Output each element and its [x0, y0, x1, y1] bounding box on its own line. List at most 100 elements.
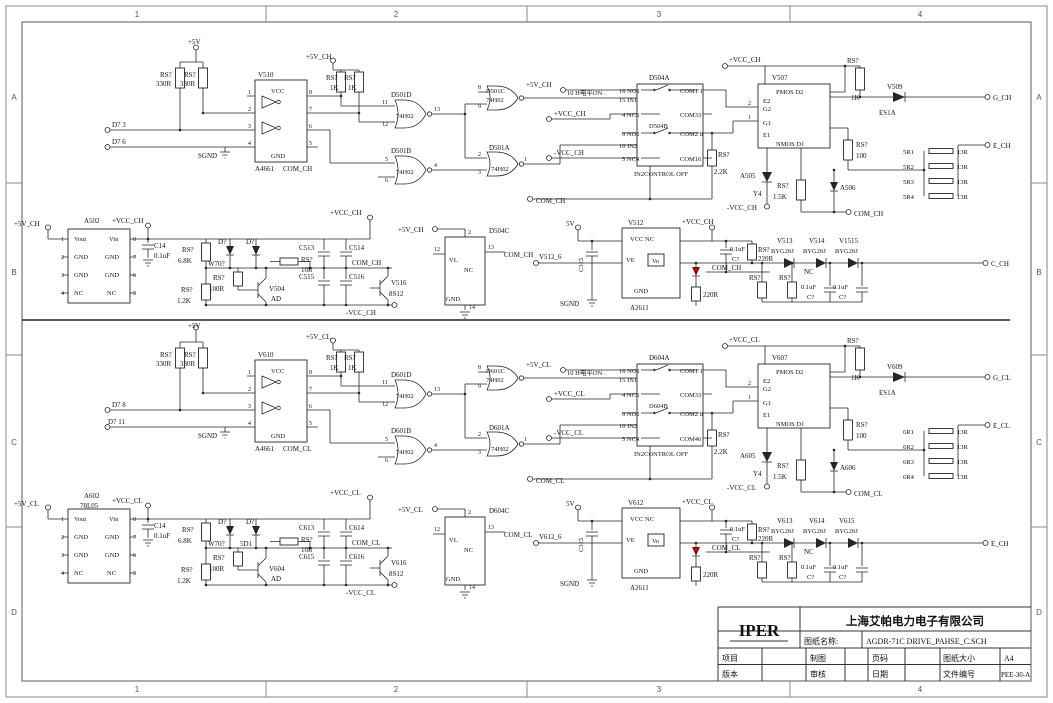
schematic-label: 4: [61, 571, 64, 577]
schematic-label: 220R: [758, 255, 774, 263]
zone-label: 3: [657, 685, 662, 694]
schematic-label: G1: [763, 120, 771, 127]
schematic-label: 2: [248, 387, 251, 393]
schematic-label: COM_CL: [504, 531, 532, 539]
schematic-label: 74H02: [491, 446, 509, 453]
schematic-label: C514: [349, 244, 365, 252]
analog-switch-box: [636, 83, 704, 167]
zone-label: C: [11, 438, 17, 447]
schematic-label: 2: [748, 101, 751, 107]
schematic-label: 74H02: [486, 97, 504, 104]
schematic-label: D604B: [649, 403, 668, 410]
nor-gate-symbol: [394, 99, 427, 129]
schematic-label: RS?: [182, 526, 194, 534]
net-terminal: [546, 116, 552, 122]
schematic-label: D601B: [391, 427, 412, 435]
schematic-label: VCC NC: [630, 236, 654, 243]
zone-label: B: [1036, 268, 1041, 277]
schematic-label: IN2CONTROL OFF: [634, 451, 688, 458]
schematic-label: G_CL: [993, 374, 1011, 382]
schematic-label: 7: [309, 107, 312, 113]
schematic-label: V514: [809, 237, 825, 245]
schematic-label: V510: [258, 71, 274, 79]
schematic-label: D7 6: [112, 138, 126, 146]
schematic-label: RS?: [758, 246, 770, 254]
schematic-label: RS?: [184, 351, 196, 359]
schematic-label: RS?: [718, 431, 730, 439]
schematic-label: C14: [154, 522, 166, 530]
schematic-label: RS?: [718, 151, 730, 159]
schematic-label: RS?: [326, 74, 338, 82]
schematic-label: 7: [133, 535, 136, 541]
schematic-label: NMOS D1: [776, 421, 804, 428]
junction-dots: [146, 64, 926, 307]
schematic-label: 10R: [301, 266, 313, 274]
schematic-label: 2: [468, 230, 471, 236]
schematic-label: GND: [446, 576, 460, 583]
schematic-label: E_CL: [993, 422, 1010, 430]
schematic-label: V1515: [839, 237, 859, 245]
schematic-label: Y4: [753, 190, 762, 198]
schematic-label: 13: [434, 107, 440, 113]
schematic-label: Vo: [652, 258, 659, 265]
schematic-label: 13R: [957, 149, 969, 156]
schematic-label: D504B: [649, 123, 668, 130]
schematic-label: Y4: [753, 470, 762, 478]
diode-icon: [830, 182, 838, 191]
zone-label: 2: [394, 10, 399, 19]
schematic-label: +5V_CH: [526, 81, 552, 89]
schematic-label: +5V_CH: [306, 53, 332, 61]
schematic-label: D504A: [649, 74, 670, 82]
zone-label: 2: [394, 685, 399, 694]
schematic-label: BYG20J: [803, 248, 826, 255]
net-terminal: [391, 302, 398, 308]
schematic-label: 330R: [180, 360, 196, 368]
schematic-label: 1: [248, 90, 251, 96]
inverter-bubble: [426, 167, 433, 173]
resistor-body: [707, 149, 717, 167]
schematic-label: BYG20J: [835, 248, 858, 255]
schematic-label: V507: [772, 74, 788, 82]
schematic-label: 1: [248, 370, 251, 376]
schematic-label: 12: [434, 247, 440, 253]
schematic-label: 16 NO1: [619, 368, 640, 375]
schematic-label: 8: [309, 370, 312, 376]
schematic-label: -VCC_CH: [727, 204, 757, 212]
schematic-label: 74H02: [491, 166, 509, 173]
schematic-label: 6: [309, 124, 312, 130]
net-terminal: [104, 144, 111, 150]
schematic-label: 6R2: [903, 444, 914, 451]
schematic-label: Vout: [74, 516, 86, 523]
schematic-label: COM_CL: [283, 445, 311, 453]
schematic-label: 330R: [156, 80, 172, 88]
led-icon: [692, 267, 700, 276]
resistor-body: [928, 148, 954, 154]
schematic-label: E1: [763, 412, 770, 419]
schematic-label: Vin: [109, 236, 119, 243]
zener-icon: [226, 246, 234, 255]
schematic-label: -VCC_CL: [554, 429, 583, 437]
schematic-label: 6: [133, 273, 136, 279]
schematic-label: W70?: [208, 540, 225, 548]
schematic-label: 1K: [348, 84, 357, 92]
zener-icon: [252, 246, 260, 255]
schematic-label: 1: [524, 157, 527, 163]
opto-ic-box: [254, 79, 308, 163]
schematic-label: NC: [107, 290, 116, 297]
schematic-label: D604A: [649, 354, 670, 362]
schematic-label: 6: [385, 178, 388, 184]
schematic-label: 6R3: [903, 459, 914, 466]
schematic-label: V512_6: [539, 253, 562, 261]
schematic-label: IN2CONTROL OFF: [634, 171, 688, 178]
schematic-label: 5R3: [903, 179, 914, 186]
resistor-body: [201, 242, 211, 262]
schematic-label: NC: [804, 548, 814, 556]
schematic-label: 100: [856, 432, 867, 440]
net-terminal: [984, 94, 991, 100]
schematic-label: D7 3: [112, 121, 126, 129]
schematic-label: V609: [887, 363, 903, 371]
schematic-label: C516: [349, 273, 365, 281]
schematic-label: +VCC_CH: [729, 56, 761, 64]
schematic-label: D?: [246, 518, 254, 526]
